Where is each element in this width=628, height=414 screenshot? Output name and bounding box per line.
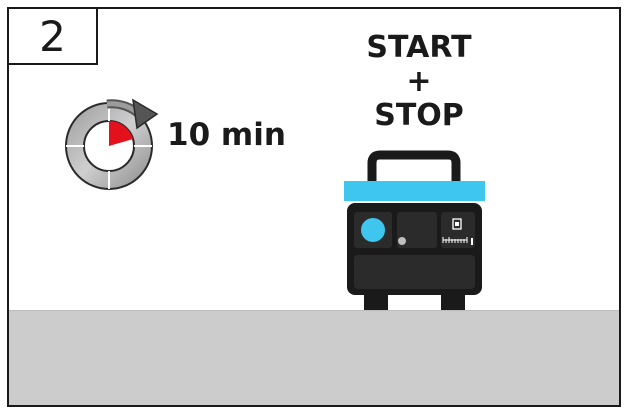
instruction-panel: 2 10 mi (7, 7, 621, 407)
caption-stop: STOP (354, 99, 484, 133)
timer-icon (61, 92, 161, 192)
step-number-box: 2 (7, 7, 98, 65)
generator-icon (342, 149, 487, 317)
start-stop-caption: START + STOP (354, 31, 484, 133)
caption-plus: + (354, 65, 484, 99)
step-number: 2 (39, 12, 66, 61)
caption-start: START (354, 31, 484, 65)
floor-area (9, 310, 619, 407)
duration-label: 10 min (167, 117, 286, 153)
